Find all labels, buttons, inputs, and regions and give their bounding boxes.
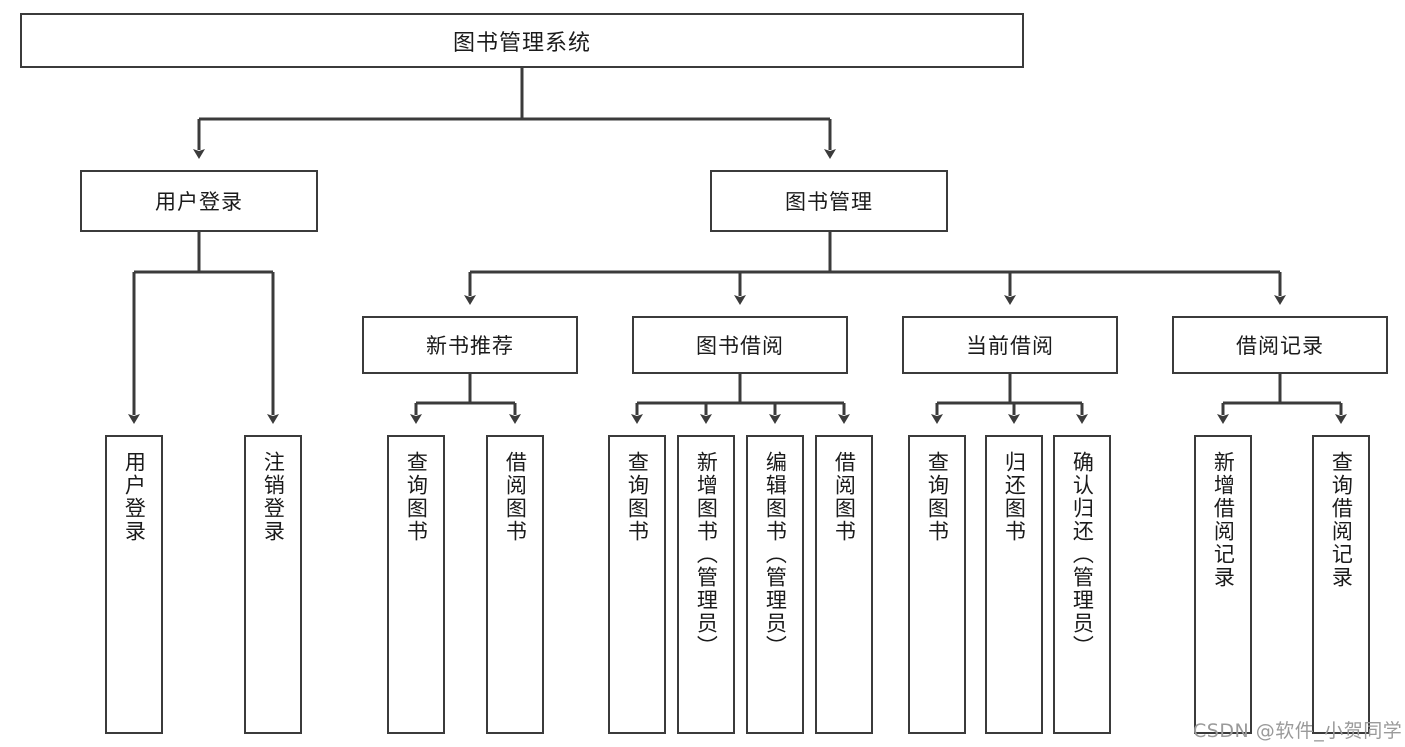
node-user-login-label: 用户登录 <box>155 190 243 214</box>
node-book-manage[interactable]: 图书管理 <box>710 170 948 232</box>
node-leaf-borrow-book-2[interactable]: 借阅图书 <box>815 435 873 734</box>
node-leaf-confirm-return[interactable]: 确认归还（管理员） <box>1053 435 1111 734</box>
node-leaf-query-record-label: 查询借阅记录 <box>1329 451 1354 589</box>
node-leaf-query-book-2-label: 查询图书 <box>625 451 650 543</box>
node-borrow-record-label: 借阅记录 <box>1236 334 1324 358</box>
node-leaf-borrow-book-1-label: 借阅图书 <box>503 451 528 543</box>
node-leaf-query-book-1-label: 查询图书 <box>404 451 429 543</box>
csdn-watermark: CSDN @软件_小贺同学 <box>1193 720 1403 742</box>
node-leaf-user-login-label: 用户登录 <box>122 451 147 543</box>
node-leaf-borrow-book-1[interactable]: 借阅图书 <box>486 435 544 734</box>
node-current-borrow-label: 当前借阅 <box>966 334 1054 358</box>
node-leaf-confirm-return-label: 确认归还（管理员） <box>1070 451 1095 658</box>
node-leaf-logout[interactable]: 注销登录 <box>244 435 302 734</box>
node-book-manage-label: 图书管理 <box>785 190 873 214</box>
node-leaf-borrow-book-2-label: 借阅图书 <box>832 451 857 543</box>
node-leaf-add-record[interactable]: 新增借阅记录 <box>1194 435 1252 734</box>
node-leaf-add-book[interactable]: 新增图书（管理员） <box>677 435 735 734</box>
node-leaf-add-book-label: 新增图书（管理员） <box>694 451 719 658</box>
node-leaf-edit-book-label: 编辑图书（管理员） <box>763 451 788 658</box>
node-current-borrow[interactable]: 当前借阅 <box>902 316 1118 374</box>
node-root[interactable]: 图书管理系统 <box>20 13 1024 68</box>
node-leaf-query-book-1[interactable]: 查询图书 <box>387 435 445 734</box>
node-leaf-query-record[interactable]: 查询借阅记录 <box>1312 435 1370 734</box>
node-leaf-query-book-3[interactable]: 查询图书 <box>908 435 966 734</box>
node-user-login[interactable]: 用户登录 <box>80 170 318 232</box>
node-leaf-return-book[interactable]: 归还图书 <box>985 435 1043 734</box>
node-leaf-edit-book[interactable]: 编辑图书（管理员） <box>746 435 804 734</box>
node-leaf-add-record-label: 新增借阅记录 <box>1211 451 1236 589</box>
node-new-book-recommend-label: 新书推荐 <box>426 334 514 358</box>
node-borrow-record[interactable]: 借阅记录 <box>1172 316 1388 374</box>
node-leaf-query-book-2[interactable]: 查询图书 <box>608 435 666 734</box>
node-leaf-user-login[interactable]: 用户登录 <box>105 435 163 734</box>
node-leaf-query-book-3-label: 查询图书 <box>925 451 950 543</box>
node-new-book-recommend[interactable]: 新书推荐 <box>362 316 578 374</box>
node-root-label: 图书管理系统 <box>452 30 591 56</box>
node-leaf-return-book-label: 归还图书 <box>1002 451 1027 543</box>
node-book-borrow-label: 图书借阅 <box>696 334 784 358</box>
node-book-borrow[interactable]: 图书借阅 <box>632 316 848 374</box>
node-leaf-logout-label: 注销登录 <box>261 451 286 543</box>
